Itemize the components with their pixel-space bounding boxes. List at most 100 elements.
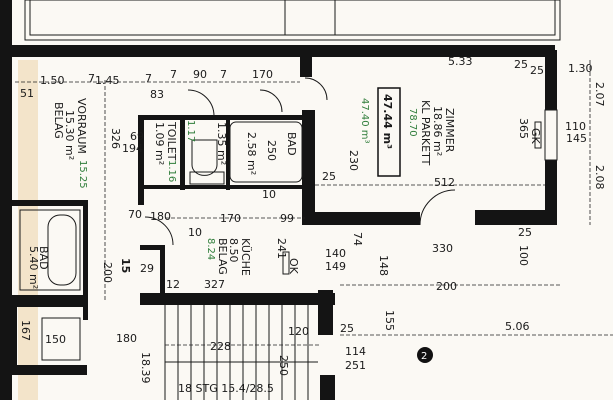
wc-green: 1.17 — [185, 120, 196, 142]
dim: 114 — [345, 345, 366, 358]
dim: 140 — [325, 247, 346, 260]
wall-store-bottom — [5, 365, 87, 375]
dim: 251 — [345, 359, 366, 372]
dim: 155 — [383, 310, 396, 331]
wall-wc-right — [226, 115, 230, 190]
dim: 241 — [275, 238, 288, 259]
dim: 326 — [109, 128, 122, 149]
bad-left-area: 5.40 m² — [27, 246, 40, 289]
bad-name: BAD — [285, 132, 298, 156]
room-wc: 1.35 m² 1.17 — [185, 120, 228, 165]
wall-zimmer-bottom-left — [302, 212, 420, 225]
room-vorraum: VORRAUM 15.30 m² BELAG 15.25 — [52, 98, 88, 189]
door-swings — [144, 77, 456, 246]
wall-right-lower — [545, 160, 557, 225]
dim: 70 — [128, 208, 142, 221]
fixtures — [19, 121, 303, 361]
wall-store-left — [5, 295, 17, 375]
dim: 99 — [280, 212, 294, 225]
toilet-name: TOILET — [165, 121, 178, 161]
vorraum-area: 15.30 m² — [63, 110, 76, 160]
dim: 167 — [19, 320, 32, 341]
toilet-bowl — [191, 139, 218, 176]
dim: 7 — [145, 72, 152, 85]
dim: 194 — [122, 142, 143, 155]
dim: 25 — [518, 226, 532, 239]
dim: 250 — [277, 355, 290, 376]
kueche-floor: BELAG — [216, 238, 229, 275]
wall-kitchen-stub — [140, 245, 165, 250]
dim: 228 — [210, 340, 231, 353]
wall-bottom-stub — [320, 375, 335, 400]
vorraum-green: 15.25 — [77, 160, 88, 189]
upper-floor-outline — [24, 0, 561, 41]
dim: 1.30 — [568, 62, 593, 75]
kueche-name: KÜCHE — [239, 238, 252, 276]
dim: 365 — [517, 118, 530, 139]
dim: 29 — [140, 262, 154, 275]
wall-zimmer-left — [302, 110, 315, 225]
marker-label: 2 — [421, 351, 427, 362]
dim: 2.07 — [593, 82, 606, 107]
zimmer-floor: KL PARKETT — [419, 100, 432, 166]
dim-zimmer-width: 5.33 — [448, 55, 473, 68]
dim: 110 — [565, 120, 586, 133]
volume-box — [377, 87, 401, 177]
dim: 7 — [88, 72, 95, 85]
stairs — [164, 305, 318, 400]
wc-area: 1.35 m² — [215, 122, 228, 165]
dim: 90 — [193, 68, 207, 81]
walls — [0, 0, 557, 400]
dim: 25 — [514, 58, 528, 71]
wall-toilet-right — [180, 115, 185, 190]
wall-kitchen-corner — [318, 290, 333, 335]
wall-wet-top — [138, 115, 308, 120]
room-bad-left: BAD 5.40 m² — [27, 246, 50, 289]
dim: 83 — [150, 88, 164, 101]
dim: 200 — [436, 280, 457, 293]
dim: 1.45 — [95, 74, 120, 87]
toilet-area: 1.09 m² — [153, 122, 166, 165]
sink — [189, 171, 225, 185]
dim-bad-250: 250 — [265, 140, 278, 161]
dim: 170 — [252, 68, 273, 81]
zimmer-green: 78.70 — [407, 108, 418, 137]
kueche-area: 8.50 — [227, 238, 240, 263]
dim: 15 — [119, 258, 132, 273]
bad-area: 2.58 m² — [245, 132, 258, 175]
stairs-label: 18 STG 15.4/28.5 — [178, 382, 274, 395]
dim: 120 — [288, 325, 309, 338]
dim: 7 — [220, 68, 227, 81]
room-toilet: TOILET 1.09 m² 1.16 — [153, 121, 178, 182]
toilet-green: 1.16 — [166, 160, 177, 182]
dim: 148 — [377, 255, 390, 276]
vorraum-name: VORRAUM — [75, 98, 88, 154]
dim: 25 — [322, 170, 336, 183]
dim: 100 — [517, 245, 530, 266]
zimmer-name: ZIMMER — [443, 108, 456, 153]
zimmer-green-volume: 47.40 m³ — [359, 98, 370, 144]
dim: 512 — [434, 176, 455, 189]
zimmer-volume: 47.44 m³ — [381, 94, 394, 149]
dim: 1.50 — [40, 74, 65, 87]
room-zimmer: 5.33 47.44 m³ 47.40 m³ ZIMMER 18.86 m² K… — [359, 55, 473, 177]
wall-kitchen-left — [160, 245, 165, 300]
dim: 149 — [325, 260, 346, 273]
bathtub — [229, 121, 303, 183]
room-bad: BAD 2.58 m² 250 — [245, 132, 298, 175]
dim: 327 — [204, 278, 225, 291]
wall-right-upper — [545, 50, 557, 110]
dim: 12 — [166, 278, 180, 291]
dim: 2.08 — [593, 165, 606, 190]
dim: 180 — [116, 332, 137, 345]
dim: 330 — [432, 242, 453, 255]
zimmer-area: 18.86 m² — [431, 106, 444, 156]
marker-2: 2 — [417, 347, 433, 363]
wall-store-top — [5, 295, 87, 307]
paper-stain — [18, 60, 38, 400]
dim: 145 — [566, 132, 587, 145]
dim: 10 — [262, 188, 276, 201]
wall-toilet-left — [138, 115, 144, 205]
wall-kitchen-bottom — [140, 293, 335, 305]
